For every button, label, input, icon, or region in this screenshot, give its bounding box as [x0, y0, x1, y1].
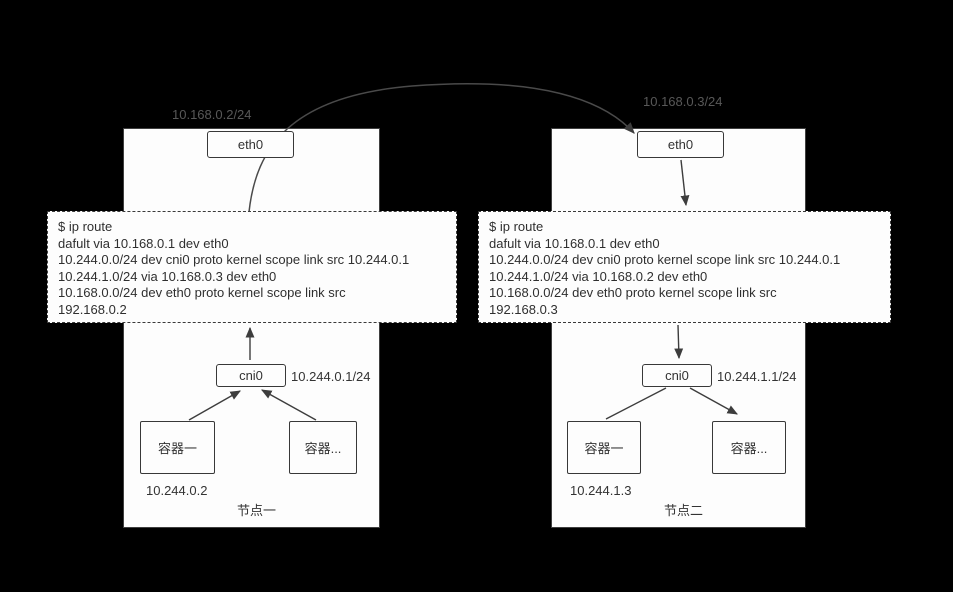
- node2-container1-label: 容器一: [584, 441, 624, 456]
- route-line: 192.168.0.2: [58, 301, 127, 317]
- node1-title: 节点一: [237, 503, 277, 518]
- node2-container2-box: 容器...: [712, 421, 786, 474]
- node2-ip-label: 10.168.0.3/24: [643, 94, 723, 109]
- route-line: dafult via 10.168.0.1 dev eth0: [58, 235, 229, 251]
- node1-cni0-label: cni0: [239, 368, 263, 383]
- node2-route-table: $ ip route dafult via 10.168.0.1 dev eth…: [478, 211, 891, 323]
- node2-eth0-label: eth0: [667, 137, 694, 152]
- node1-eth0-label: eth0: [237, 137, 264, 152]
- node1-cni0-box: cni0: [216, 364, 286, 387]
- route-line: 10.244.1.0/24 via 10.168.0.2 dev eth0: [489, 268, 708, 284]
- node1-container1-label: 容器一: [157, 441, 197, 456]
- route-line: $ ip route: [489, 219, 544, 234]
- node2-container-ip-label: 10.244.1.3: [570, 483, 632, 498]
- node2-eth0-box: eth0: [637, 131, 724, 158]
- route-line: 10.244.0.0/24 dev cni0 proto kernel scop…: [58, 252, 410, 267]
- node2-cni0-ip-label: 10.244.1.1/24: [717, 369, 797, 384]
- route-line: $ ip route: [58, 219, 113, 234]
- node1-container-ip-label: 10.244.0.2: [146, 483, 208, 498]
- route-line: 10.244.0.0/24 dev cni0 proto kernel scop…: [489, 252, 841, 267]
- node1-container1-box: 容器一: [140, 421, 215, 474]
- node2-container2-label: 容器...: [730, 441, 768, 456]
- node1-route-table: $ ip route dafult via 10.168.0.1 dev eth…: [47, 211, 457, 323]
- route-line: 10.244.1.0/24 via 10.168.0.3 dev eth0: [58, 268, 277, 284]
- route-line: 10.168.0.0/24 dev eth0 proto kernel scop…: [489, 285, 777, 300]
- node2-title: 节点二: [664, 503, 704, 518]
- route-line: 10.168.0.0/24 dev eth0 proto kernel scop…: [58, 285, 346, 300]
- node1-eth0-box: eth0: [207, 131, 294, 158]
- node1-cni0-ip-label: 10.244.0.1/24: [291, 369, 371, 384]
- node2-container1-box: 容器一: [567, 421, 641, 474]
- node1-ip-label: 10.168.0.2/24: [172, 107, 252, 122]
- node2-cni0-label: cni0: [665, 368, 689, 383]
- node1-container2-box: 容器...: [289, 421, 357, 474]
- node2-cni0-box: cni0: [642, 364, 712, 387]
- route-line: dafult via 10.168.0.1 dev eth0: [489, 235, 660, 251]
- route-line: 192.168.0.3: [489, 301, 558, 317]
- node1-container2-label: 容器...: [304, 441, 342, 456]
